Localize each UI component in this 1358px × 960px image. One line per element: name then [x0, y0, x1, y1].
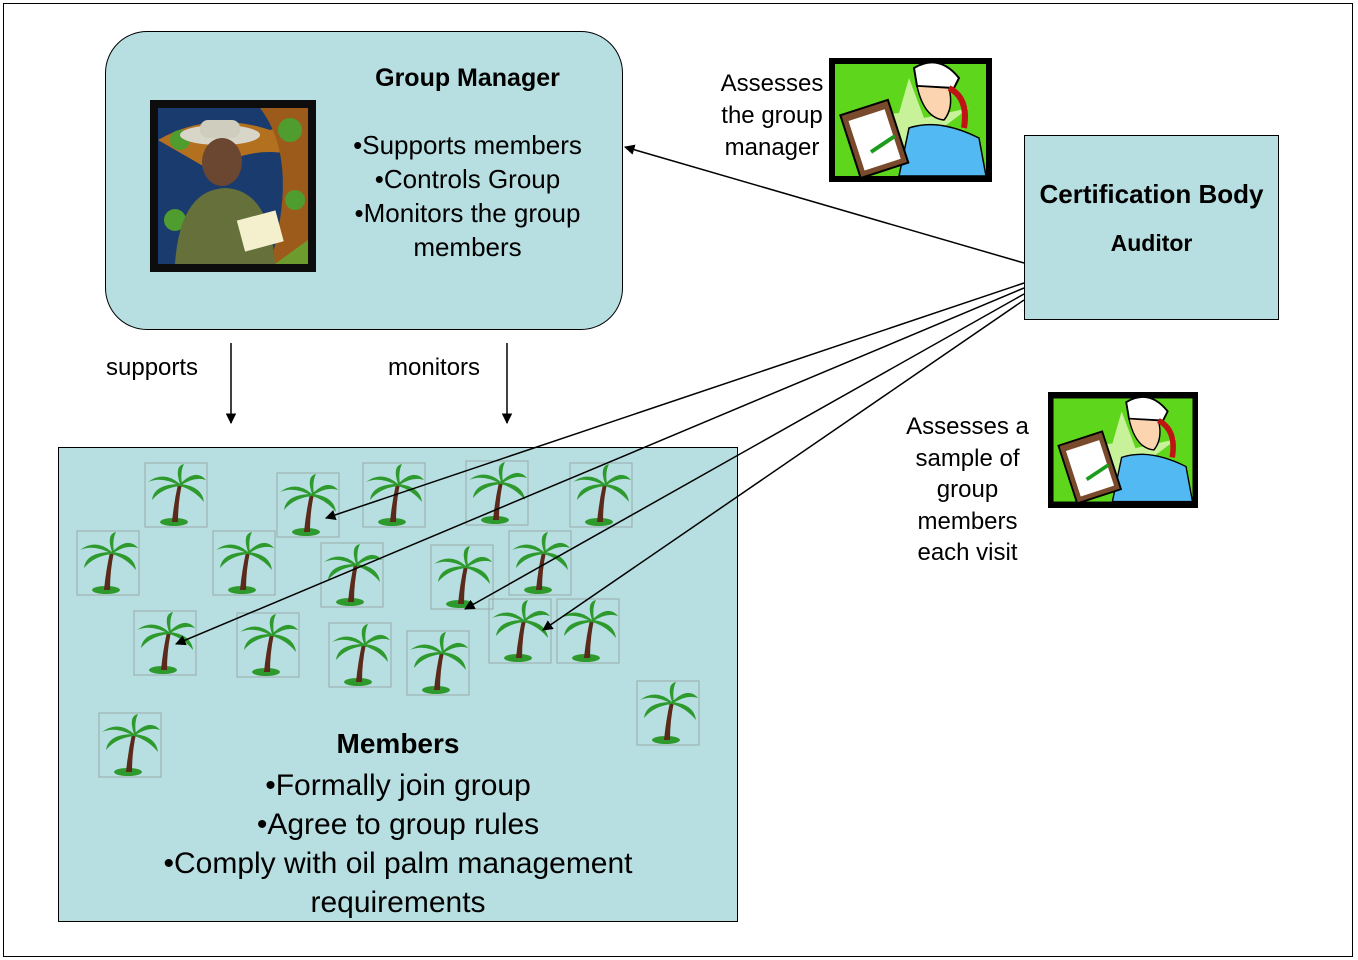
- palm-tree-icon: [276, 472, 340, 538]
- gm-bullet-monitors: •Monitors the group: [354, 198, 581, 228]
- assesses-manager-line-2: the group: [721, 102, 823, 129]
- assesses-sample-line-5: each visit: [917, 539, 1018, 566]
- members-bullet-comply: •Comply with oil palm management: [163, 847, 633, 880]
- assesses-manager-line-1: Assesses: [720, 70, 824, 97]
- palm-tree-icon: [328, 622, 392, 688]
- assess-member-arrow-3: [464, 293, 1025, 610]
- farmer-with-notebook-icon: [150, 100, 316, 272]
- palm-tree-icon: [212, 530, 276, 596]
- assesses-sample-line-2: sample of: [915, 444, 1020, 472]
- assesses-sample-line-1: Assesses a: [906, 413, 1029, 440]
- monitors-label: monitors: [388, 354, 481, 381]
- assesses-manager-line-3: manager: [724, 134, 820, 161]
- members-bullets: •Formally join group •Agree to group rul…: [100, 766, 696, 922]
- auditor-clipboard-icon-2: [1048, 392, 1198, 508]
- assesses-sample-line-4: members: [917, 507, 1018, 535]
- certification-body-title: Certification Body: [1039, 179, 1264, 209]
- palm-tree-icon: [98, 712, 162, 778]
- palm-tree-icon: [556, 598, 620, 664]
- group-manager-bullets: •Supports members •Controls Group •Monit…: [330, 128, 605, 264]
- palm-tree-icon: [569, 462, 633, 528]
- members-bullet-rules: •Agree to group rules: [256, 808, 540, 841]
- assess-member-arrow-1: [325, 282, 1025, 520]
- palm-tree-icon: [133, 610, 197, 676]
- assess-member-arrow-2: [175, 287, 1025, 646]
- assesses-sample-line-3: group: [936, 476, 999, 503]
- members-bullet-comply-cont: requirements: [310, 886, 486, 919]
- palm-tree-icon: [320, 542, 384, 608]
- palm-tree-icon: [144, 462, 208, 528]
- group-manager-title: Group Manager: [375, 64, 560, 92]
- assesses-manager-label: Assesses the group manager: [708, 68, 836, 164]
- palm-tree-icon: [508, 530, 572, 596]
- slide-frame: [3, 3, 1353, 957]
- assess-manager-arrow: [623, 144, 1025, 264]
- supports-label: supports: [106, 354, 199, 381]
- gm-bullet-controls: •Controls Group: [374, 164, 561, 194]
- palm-tree-icon: [236, 612, 300, 678]
- gm-bullet-supports: •Supports members: [353, 130, 582, 160]
- auditor-clipboard-icon: [829, 58, 992, 182]
- members-box: [58, 447, 738, 922]
- palm-tree-icon: [636, 680, 700, 746]
- members-bullet-join: •Formally join group: [265, 769, 531, 802]
- members-title: Members: [336, 728, 460, 759]
- palm-tree-icon: [76, 530, 140, 596]
- assess-member-arrow-4: [542, 299, 1025, 631]
- certification-body-box: [1024, 135, 1279, 320]
- gm-bullet-monitors-cont: members: [413, 232, 522, 262]
- assesses-sample-label: Assesses a sample of group members each …: [890, 411, 1045, 569]
- palm-tree-icon: [406, 630, 470, 696]
- certification-body-auditor: Auditor: [1110, 230, 1193, 256]
